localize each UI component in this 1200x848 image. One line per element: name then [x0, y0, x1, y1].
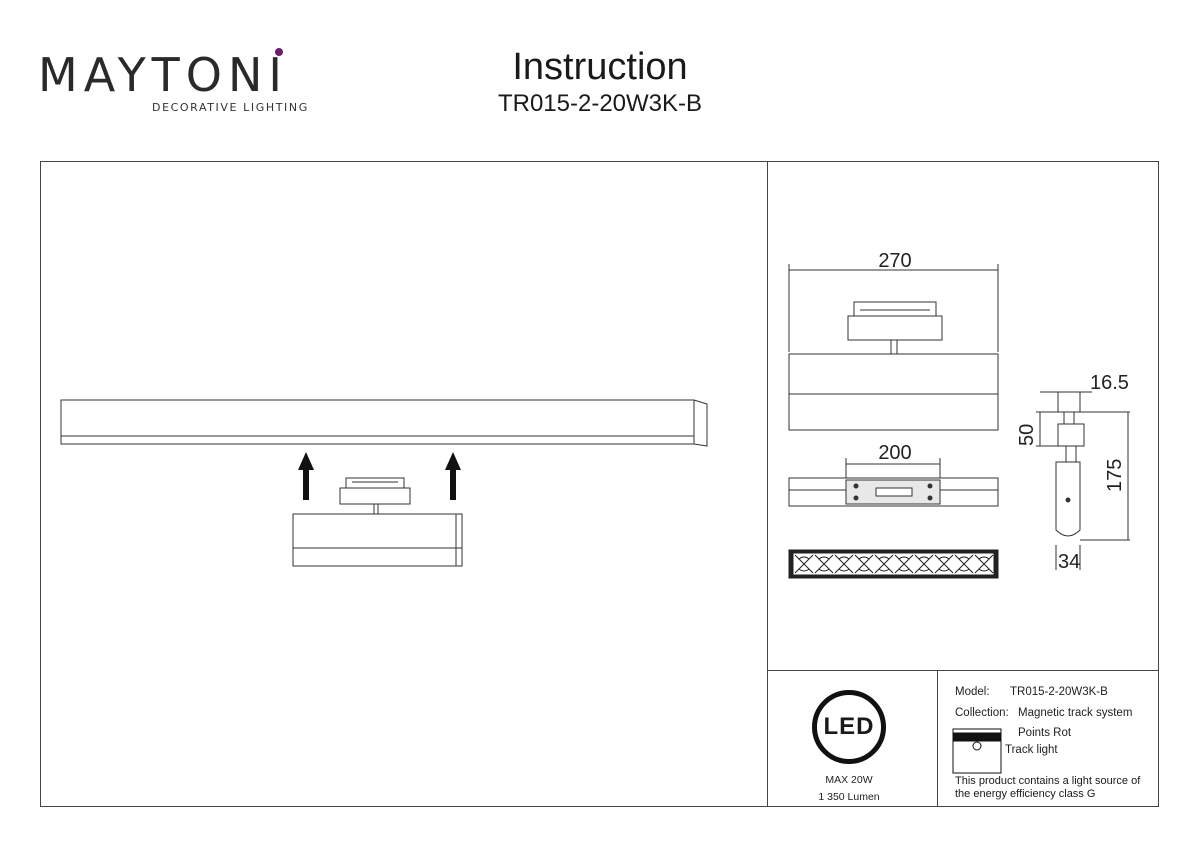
lens-reflector: [954, 554, 974, 574]
lens-reflector: [794, 554, 814, 574]
page-model-number: TR015-2-20W3K-B: [497, 90, 703, 117]
collection-value: Magnetic track system: [1018, 707, 1133, 719]
lens-reflector: [854, 554, 874, 574]
dimension-mount-spacing: 200: [878, 442, 912, 464]
series-name: Points Rot: [1018, 727, 1072, 739]
lens-reflector: [974, 554, 994, 574]
front-view: [788, 264, 999, 431]
led-icon: LED: [812, 690, 886, 764]
content-frame: [40, 161, 1159, 807]
mount-arrow-left: [298, 452, 314, 500]
lens-reflector: [834, 554, 854, 574]
dimension-height-small: 50: [1016, 423, 1038, 446]
frame-divider-horizontal: [767, 670, 1159, 671]
lens-reflector: [814, 554, 834, 574]
model-value: TR015-2-20W3K-B: [1010, 686, 1108, 698]
brand-logo: MAYTONI: [38, 48, 288, 102]
side-view: [1036, 391, 1130, 570]
page-title: Instruction: [512, 46, 688, 88]
product-type: Track light: [1005, 744, 1058, 756]
fixture-side-view: [292, 477, 463, 567]
dimension-width: 270: [878, 250, 912, 272]
model-label: Model:: [955, 686, 990, 698]
mount-arrow-right: [445, 452, 461, 500]
frame-divider-vertical: [767, 161, 768, 807]
collection-label: Collection:: [955, 707, 1009, 719]
lumen-output: 1 350 Lumen: [818, 791, 880, 803]
max-power: MAX 20W: [825, 774, 873, 786]
dimension-base-width: 34: [1058, 551, 1081, 573]
lens-reflector: [934, 554, 954, 574]
top-view: [788, 458, 999, 507]
lens-reflector: [914, 554, 934, 574]
track-rail: [60, 399, 708, 447]
lens-reflector: [894, 554, 914, 574]
dimension-height-total: 175: [1104, 458, 1126, 492]
energy-class-note: This product contains a light source of …: [955, 775, 1141, 800]
track-light-icon: [952, 728, 1002, 774]
lens-reflector: [874, 554, 894, 574]
dimension-depth: 16.5: [1090, 372, 1129, 394]
bottom-view-lens-array: [788, 549, 999, 579]
brand-logo-dot: [275, 48, 283, 56]
brand-tagline: DECORATIVE LIGHTING: [152, 101, 309, 114]
frame-divider-info: [937, 670, 938, 807]
